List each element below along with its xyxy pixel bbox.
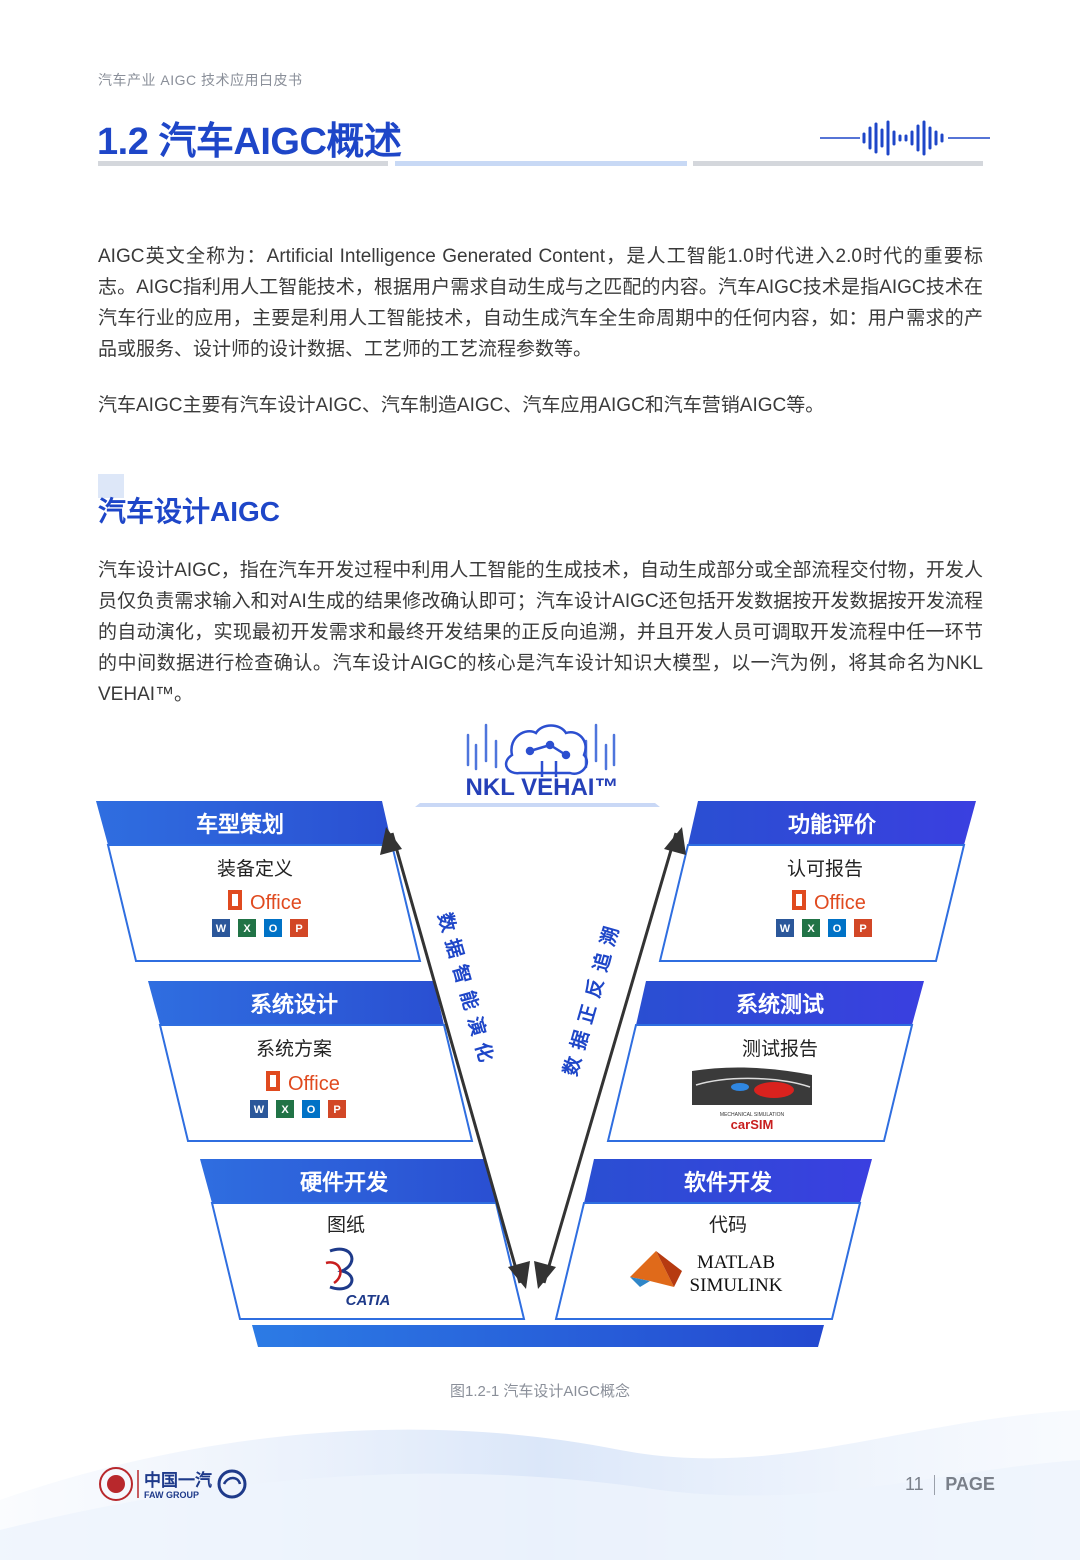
stage-item: 代码 (709, 1214, 747, 1236)
nkl-vehai-brand: NKL VEHAI™ (415, 723, 660, 807)
stage-title: 系统测试 (736, 992, 824, 1017)
categories-paragraph: 汽车AIGC主要有汽车设计AIGC、汽车制造AIGC、汽车应用AIGC和汽车营销… (98, 395, 825, 416)
stage-system-design: 系统设计 系统方案 Office W X O P (148, 981, 474, 1142)
stage-title: 硬件开发 (300, 1170, 389, 1195)
svg-text:O: O (269, 923, 278, 935)
svg-text:X: X (243, 923, 251, 935)
office-apps-icons: W X O P (250, 1100, 346, 1118)
svg-text:O: O (833, 923, 842, 935)
svg-text:MECHANICAL SIMULATION: MECHANICAL SIMULATION (720, 1112, 785, 1118)
stage-title: 软件开发 (684, 1170, 773, 1195)
stage-title: 系统设计 (250, 992, 338, 1017)
stage-item: 测试报告 (742, 1038, 818, 1060)
title-underline-middle (395, 161, 687, 166)
svg-text:P: P (859, 923, 866, 935)
svg-text:X: X (281, 1104, 289, 1116)
stage-vehicle-planning: 车型策划 装备定义 Office W X O P (96, 801, 422, 962)
svg-text:P: P (295, 923, 302, 935)
intro-paragraph: AIGC英文全称为：Artificial Intelligence Genera… (98, 246, 983, 360)
running-header: 汽车产业 AIGC 技术应用白皮书 (98, 72, 303, 88)
svg-text:W: W (780, 923, 791, 935)
title-underline-left (98, 161, 388, 166)
stage-item: 装备定义 (217, 858, 293, 880)
svg-text:CATIA: CATIA (346, 1292, 391, 1309)
svg-text:Office: Office (250, 892, 302, 914)
svg-text:W: W (254, 1104, 265, 1116)
svg-text:Office: Office (288, 1073, 340, 1095)
page-separator (933, 1475, 936, 1496)
section-title: 1.2 汽车AIGC概述 (97, 121, 402, 163)
stage-item: 认可报告 (787, 858, 863, 880)
subsection-title: 汽车设计AIGC (98, 496, 281, 527)
office-icon: Office (228, 890, 302, 914)
figure-caption: 图1.2-1 汽车设计AIGC概念 (449, 1383, 631, 1400)
office-apps-icons: W X O P (776, 919, 872, 937)
stage-system-testing: 系统测试 测试报告 MECHANICAL SIMULATION carSIM (606, 981, 924, 1142)
svg-text:Office: Office (814, 892, 866, 914)
matlab-simulink-logo: MATLAB SIMULINK (630, 1251, 783, 1296)
evolution-arrow (380, 827, 530, 1289)
page-indicator: 11 PAGE (905, 1474, 995, 1496)
svg-text:O: O (307, 1104, 316, 1116)
brand-label: NKL VEHAI™ (466, 774, 619, 801)
subsection-accent (98, 474, 124, 498)
office-apps-icons: W X O P (212, 919, 308, 937)
diagram-base-bar (252, 1325, 824, 1347)
svg-text:FAW GROUP: FAW GROUP (144, 1490, 199, 1500)
stage-software-development: 软件开发 代码 MATLAB SIMULINK (554, 1159, 872, 1320)
svg-text:MATLAB: MATLAB (697, 1252, 775, 1273)
title-underline-right (693, 161, 983, 166)
stage-item: 系统方案 (256, 1038, 332, 1060)
traceability-arrow (534, 827, 686, 1289)
office-icon: Office (792, 890, 866, 914)
stage-title: 功能评价 (788, 812, 877, 837)
page-label: PAGE (945, 1474, 995, 1494)
faw-group-logo: 中国一汽 FAW GROUP (99, 1467, 247, 1501)
traceability-arrow-label: 数据正反追溯 (559, 916, 626, 1078)
stage-function-evaluation: 功能评价 认可报告 Office W X O P (658, 801, 976, 962)
svg-text:carSIM: carSIM (731, 1117, 774, 1132)
page-number: 11 (905, 1474, 924, 1494)
stage-title: 车型策划 (196, 812, 284, 837)
svg-text:SIMULINK: SIMULINK (690, 1275, 783, 1296)
soundwave-icon (820, 120, 990, 156)
svg-text:P: P (333, 1104, 340, 1116)
catia-logo: CATIA (325, 1247, 391, 1309)
stage-item: 图纸 (327, 1214, 365, 1236)
office-icon: Office (266, 1071, 340, 1095)
decorative-wave-background (0, 1410, 1080, 1560)
svg-text:X: X (807, 923, 815, 935)
carsim-logo: MECHANICAL SIMULATION carSIM (692, 1067, 812, 1132)
v-model-diagram: NKL VEHAI™ 车型策划 装备定义 Office W X O P 系统设计… (96, 723, 976, 1347)
svg-text:中国一汽: 中国一汽 (144, 1470, 212, 1490)
svg-text:W: W (216, 923, 227, 935)
design-aigc-paragraph: 汽车设计AIGC，指在汽车开发过程中利用人工智能的生成技术，自动生成部分或全部流… (98, 560, 983, 705)
stage-hardware-development: 硬件开发 图纸 CATIA (200, 1159, 526, 1320)
brain-icon (504, 724, 589, 777)
